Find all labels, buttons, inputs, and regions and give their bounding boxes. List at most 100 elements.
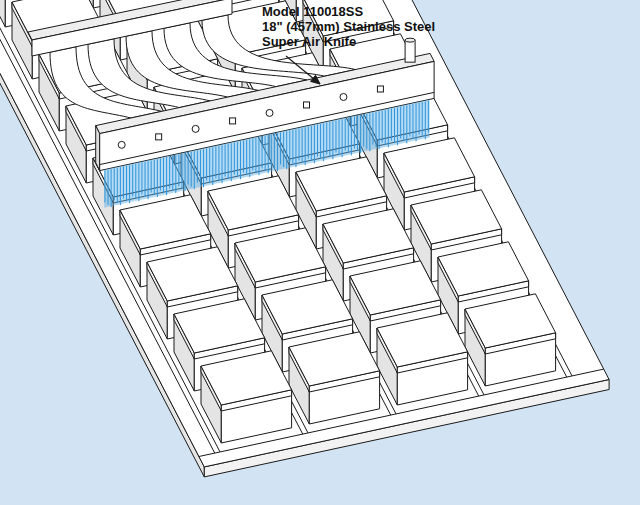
air-stream [172,156,173,191]
air-stream [228,144,229,179]
air-stream [317,125,318,157]
part-label: 18" (457mm) Stainless Steel [262,19,435,34]
air-curtain-fill [104,99,430,207]
air-curtain [104,99,430,207]
box [289,332,380,424]
air-stream [132,164,133,196]
leader-line [286,56,320,84]
air-stream [252,139,253,171]
air-stream [320,124,321,159]
box-lid [377,313,468,367]
box-lid [201,351,292,405]
air-stream [212,147,213,185]
air-stream [280,133,281,165]
air-inlet [405,40,415,62]
air-stream [419,103,420,135]
air-stream [379,111,380,149]
box-lid [262,280,353,334]
air-stream [422,102,423,137]
air-stream [376,112,377,147]
bolt-hole [266,109,273,116]
air-stream [206,149,207,181]
air-stream [188,153,189,185]
air-stream [406,105,407,143]
air-stream [231,143,232,181]
box-lid [174,299,265,353]
air-stream [197,151,198,183]
air-stream [342,119,343,157]
air-stream [400,107,401,139]
air-stream [323,123,324,161]
bolt-hole [192,125,199,132]
air-stream [391,109,392,141]
air-stream [409,105,410,137]
box-lid [120,195,211,249]
air-stream [388,109,389,147]
part-label: Super Air Knife [262,34,435,49]
air-stream [120,167,121,205]
air-stream [246,140,247,175]
air-stream [218,146,219,181]
air-stream [225,145,226,177]
air-stream [385,110,386,145]
bolt-hole [118,141,125,148]
air-stream [126,166,127,201]
air-stream [255,138,256,173]
air-stream [234,143,235,175]
air-stream [148,161,149,199]
air-stream [308,127,309,159]
air-stream [145,162,146,197]
conveyor-bed [0,0,609,467]
box [201,351,292,443]
air-stream [209,148,210,183]
air-stream [369,113,370,151]
bolt-hole [340,93,347,100]
air-stream [305,127,306,165]
air-stream [372,113,373,145]
air-stream [151,160,152,192]
air-stream [394,108,395,143]
air-stream [135,164,136,199]
box-lid [465,294,556,348]
air-stream [138,163,139,201]
air-stream [160,158,161,190]
air-stream [169,156,170,188]
air-stream [240,141,241,179]
box-lid [147,247,238,301]
air-stream [268,135,269,173]
air-stream [258,137,259,175]
box-lid [323,209,414,263]
air-stream [129,165,130,203]
air-stream [357,116,358,151]
air-inlet-top [405,38,415,42]
air-stream [425,101,426,139]
air-stream [289,131,290,163]
box-lid [208,176,299,230]
air-stream [314,125,315,163]
air-stream [185,153,186,191]
air-stream [403,106,404,141]
air-stream [339,120,340,155]
air-stream [154,160,155,195]
air-stream [191,152,192,187]
air-stream [215,147,216,179]
air-stream [416,103,417,141]
air-stream [354,117,355,149]
air-stream [249,139,250,177]
callout-text: Model 110018SS18" (457mm) Stainless Stee… [262,4,435,49]
air-stream [382,111,383,143]
leader-line [286,56,320,84]
air-stream [111,169,112,207]
air-stream [181,154,182,189]
air-stream [295,129,296,167]
air-stream [114,168,115,200]
arrowhead [311,75,321,84]
air-stream [123,166,124,198]
box-lid [235,228,326,282]
air-stream [360,115,361,153]
air-stream [283,132,284,167]
air-stream [265,136,266,171]
air-stream [163,158,164,193]
air-stream [104,170,105,202]
